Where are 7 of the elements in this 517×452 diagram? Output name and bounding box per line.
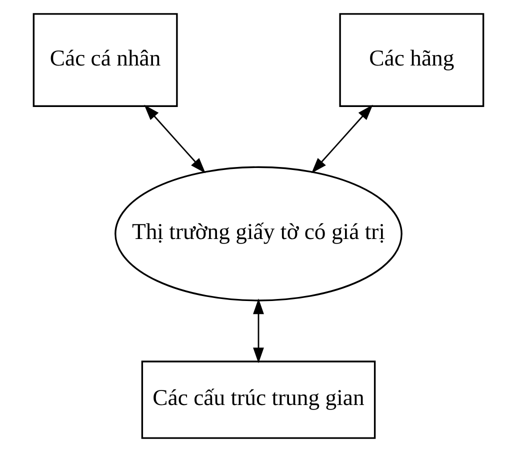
- node-box: Các cấu trúc trung gian: [141, 360, 376, 439]
- arrow: [253, 298, 264, 364]
- node-box: Các hãng: [339, 13, 484, 107]
- node-box: Các cá nhân: [32, 13, 178, 107]
- arrow: [311, 104, 373, 174]
- arrow: [144, 104, 206, 174]
- node-ellipse: Thị trường giấy tờ có giá trị: [114, 166, 402, 302]
